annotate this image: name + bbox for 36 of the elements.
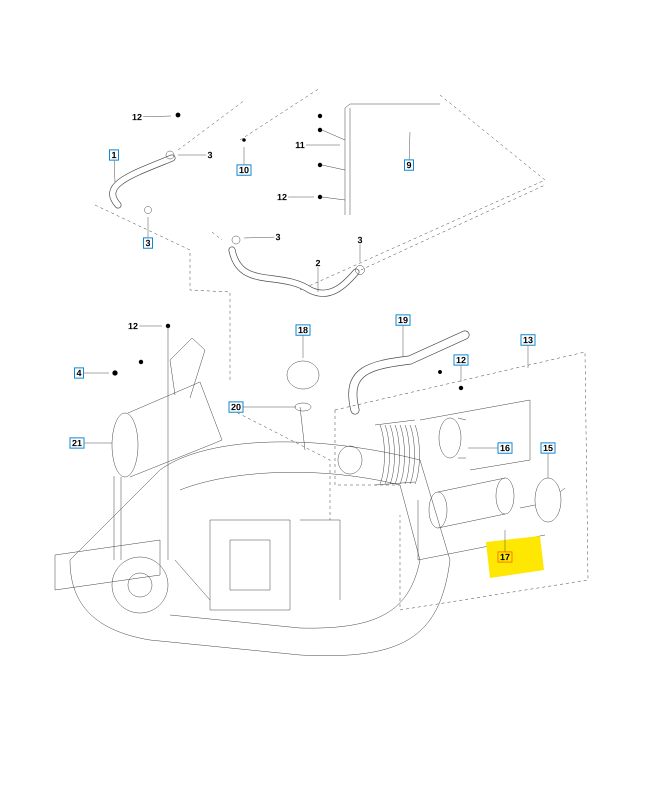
callout-number: 12 [128,322,138,330]
leader-line [408,132,410,160]
callout-number: 21 [70,437,84,449]
leader-line [402,325,404,358]
leader-line [302,335,304,358]
callout-number: 3 [143,237,153,249]
leader-line [114,160,116,182]
callout-number: 2 [316,260,320,266]
callout-number: 20 [228,401,244,413]
leader-line [504,530,506,552]
callout-number: 10 [236,164,252,176]
callout-number: 4 [74,367,84,379]
callout-number: 17 [498,552,512,562]
callout-number: 11 [296,142,304,148]
leader-line [460,365,462,382]
leader-line [243,406,296,408]
leader-line [84,442,112,444]
leader-line [84,372,110,374]
callout-number: 18 [296,324,310,336]
callout-number: 12 [454,354,468,366]
leader-line [142,116,172,118]
callout-number: 12 [132,114,142,120]
callout-number: 16 [498,442,512,454]
callout-number: 13 [520,334,536,346]
leader-line [244,236,275,238]
leader-line [288,196,314,198]
callout-number: 1 [109,149,119,161]
callout-number: 9 [404,159,414,171]
leader-line [306,144,340,146]
callout-number: 12 [278,194,287,200]
callout-number: 3 [358,236,362,244]
callout-number: 3 [208,152,212,158]
callout-number: 3 [276,234,280,240]
callout-number: 19 [396,314,410,326]
leader-line [178,154,207,156]
callout-number: 15 [540,442,556,454]
